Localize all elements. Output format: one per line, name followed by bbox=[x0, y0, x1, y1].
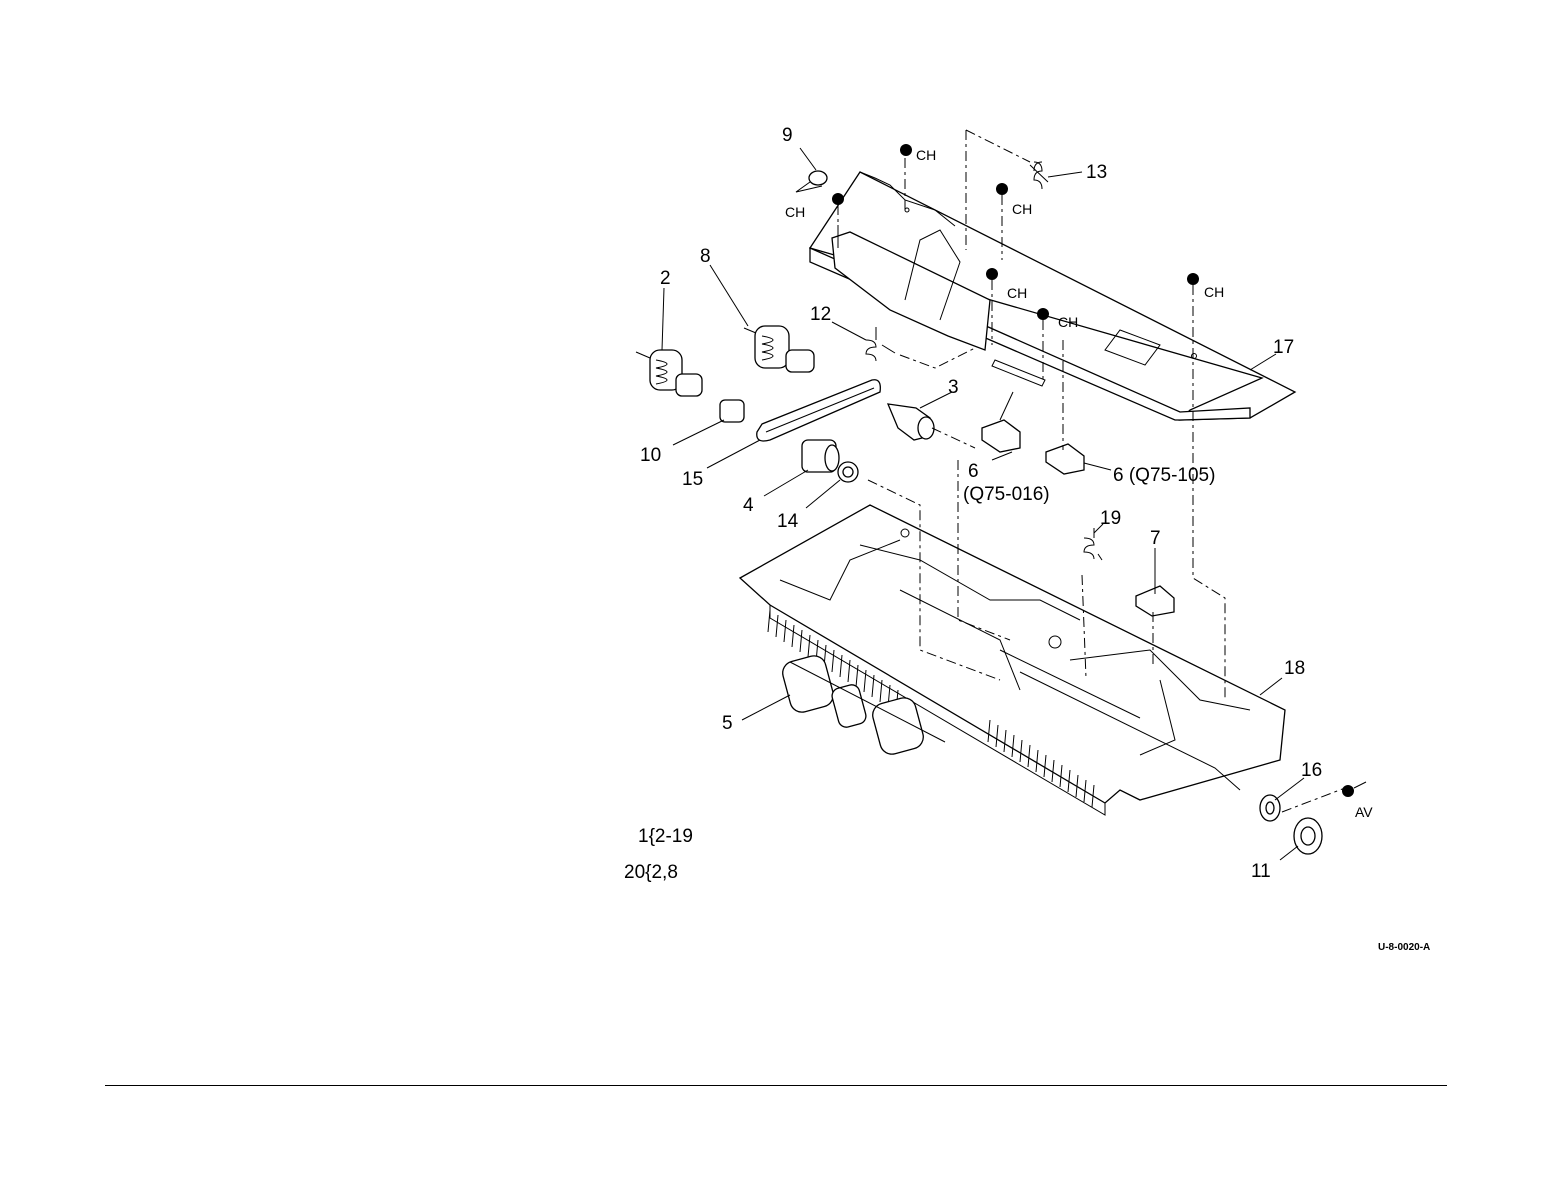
part-3-pulley bbox=[888, 404, 934, 440]
label-part-5: 5 bbox=[722, 713, 733, 734]
label-part-3: 3 bbox=[948, 377, 959, 398]
label-part-19: 19 bbox=[1100, 508, 1121, 529]
label-part-16: 16 bbox=[1301, 760, 1322, 781]
part-8-roller bbox=[744, 326, 814, 372]
ch-marker-3: CH bbox=[996, 183, 1032, 217]
footer-divider bbox=[105, 1085, 1447, 1086]
label-part-13: 13 bbox=[1086, 162, 1107, 183]
label-part-14: 14 bbox=[777, 511, 799, 532]
ch-marker-label: CH bbox=[1007, 285, 1027, 301]
label-part-17: 17 bbox=[1273, 337, 1294, 358]
ch-marker-label: CH bbox=[785, 204, 805, 220]
av-marker-label: AV bbox=[1355, 804, 1373, 820]
label-part-11: 11 bbox=[1251, 861, 1271, 882]
label-part-6a: 6 bbox=[968, 461, 979, 482]
label-part-9: 9 bbox=[782, 125, 793, 146]
ch-marker-label: CH bbox=[1204, 284, 1224, 300]
part-4-gear bbox=[802, 440, 839, 472]
label-part-2: 2 bbox=[660, 268, 671, 289]
label-part-4: 4 bbox=[743, 495, 754, 516]
part-11-gear bbox=[1294, 818, 1322, 854]
label-part-10: 10 bbox=[640, 445, 661, 466]
part-14-bearing bbox=[838, 462, 858, 482]
part-13-spring bbox=[1030, 162, 1048, 189]
reference-line-1: 1{2-19 bbox=[638, 826, 693, 848]
label-part-12: 12 bbox=[810, 304, 831, 325]
label-part-6b: 6 (Q75-105) bbox=[1113, 465, 1215, 486]
part-10-coupling bbox=[720, 400, 744, 422]
part-6-sensor-b bbox=[1046, 444, 1084, 474]
ch-marker-label: CH bbox=[1058, 314, 1078, 330]
ch-marker-label: CH bbox=[1012, 201, 1032, 217]
part-15-belt bbox=[757, 380, 881, 441]
label-part-6a-note: (Q75-016) bbox=[963, 484, 1050, 505]
part-9-torsion-spring bbox=[796, 171, 827, 192]
av-marker: AV bbox=[1342, 782, 1373, 820]
figure-id: U-8-0020-A bbox=[1378, 942, 1430, 953]
part-12-spring bbox=[866, 327, 895, 361]
ch-marker-label: CH bbox=[916, 147, 936, 163]
part-6-sensor-a bbox=[982, 420, 1020, 452]
reference-line-2: 20{2,8 bbox=[624, 862, 678, 884]
label-part-18: 18 bbox=[1284, 658, 1305, 679]
label-part-8: 8 bbox=[700, 246, 711, 267]
part-19-spring bbox=[1084, 528, 1102, 560]
part-2-roller bbox=[636, 350, 702, 396]
label-part-7: 7 bbox=[1150, 528, 1161, 549]
label-part-15: 15 bbox=[682, 469, 703, 490]
